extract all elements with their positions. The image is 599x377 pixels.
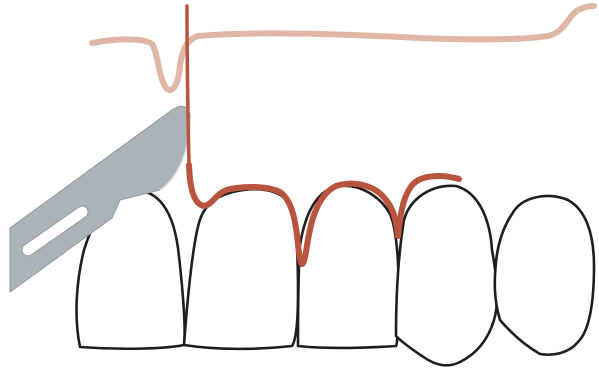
vertical-incision-line	[187, 6, 189, 165]
teeth-group	[77, 186, 594, 366]
tooth-5	[495, 196, 594, 355]
gingival-margin-line	[92, 6, 594, 90]
tooth-2	[184, 189, 298, 349]
tooth-4	[396, 186, 497, 366]
